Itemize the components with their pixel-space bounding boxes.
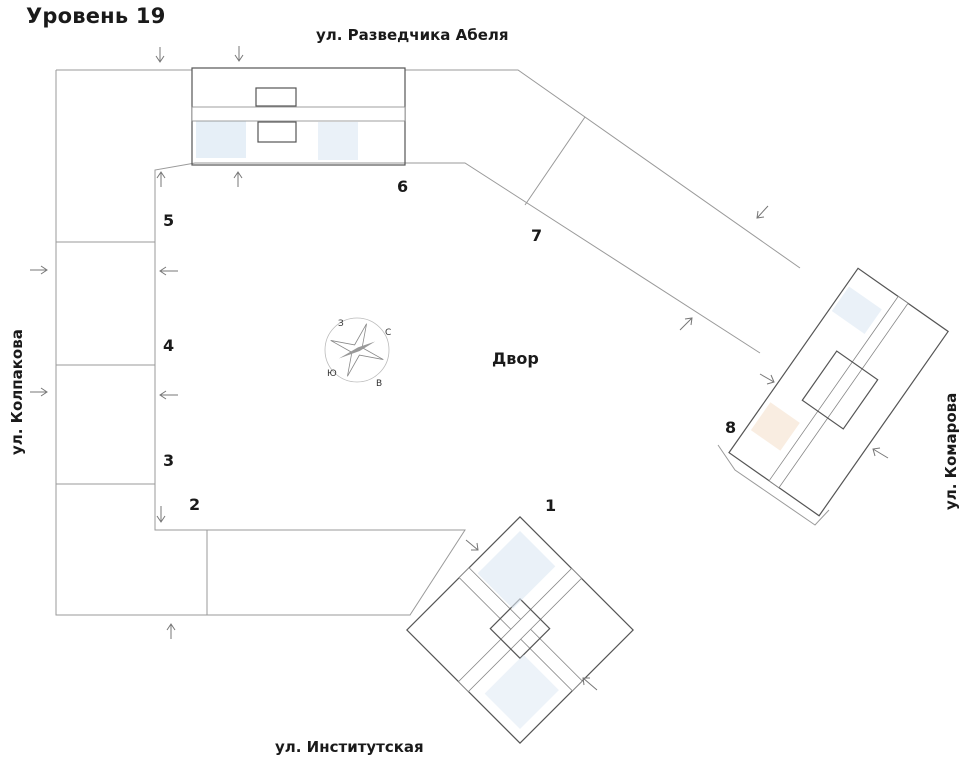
entrance-arrow [759,373,775,385]
entrance-arrow [156,171,166,187]
entrance-arrow [166,623,176,639]
entrance-arrow [156,506,166,523]
building-section-8 [728,267,949,517]
entrance-arrow [465,539,479,551]
entrance-arrow [872,447,889,459]
section-number-6: 6 [397,177,409,196]
section-number-7: 7 [531,226,543,245]
section-number-4: 4 [163,336,175,355]
street-label-right: ул. Комарова [942,392,960,510]
section-number-5: 5 [163,211,175,230]
section-number-8: 8 [725,418,737,437]
entrance-arrow [233,171,243,187]
street-label-top: ул. Разведчика Абеля [316,26,509,44]
entrance-arrow [159,266,178,276]
entrance-arrow [30,387,48,397]
section-number-2: 2 [189,495,201,514]
section-number-1: 1 [545,496,557,515]
compass-west: З [338,319,344,329]
entrance-arrow [582,677,598,691]
entrance-arrow [155,47,165,63]
compass-north: С [385,328,391,338]
street-label-bottom: ул. Институтская [275,738,424,756]
building-section-1 [406,516,634,744]
section-number-3: 3 [163,451,175,470]
yard-label: Двор [492,349,539,368]
compass-south: Ю [327,369,337,379]
entrance-arrow [159,390,178,400]
building-section-6 [191,67,406,166]
entrance-arrow [679,317,693,331]
entrance-arrows [30,46,889,691]
compass-east: В [376,379,382,389]
entrance-arrow [756,205,769,219]
compass-icon: С З Ю В [324,317,391,389]
entrance-arrow [234,46,244,62]
site-outline [55,69,830,616]
street-label-left: ул. Колпакова [8,329,26,455]
page-title: Уровень 19 [26,4,166,28]
entrance-arrow [30,265,48,275]
